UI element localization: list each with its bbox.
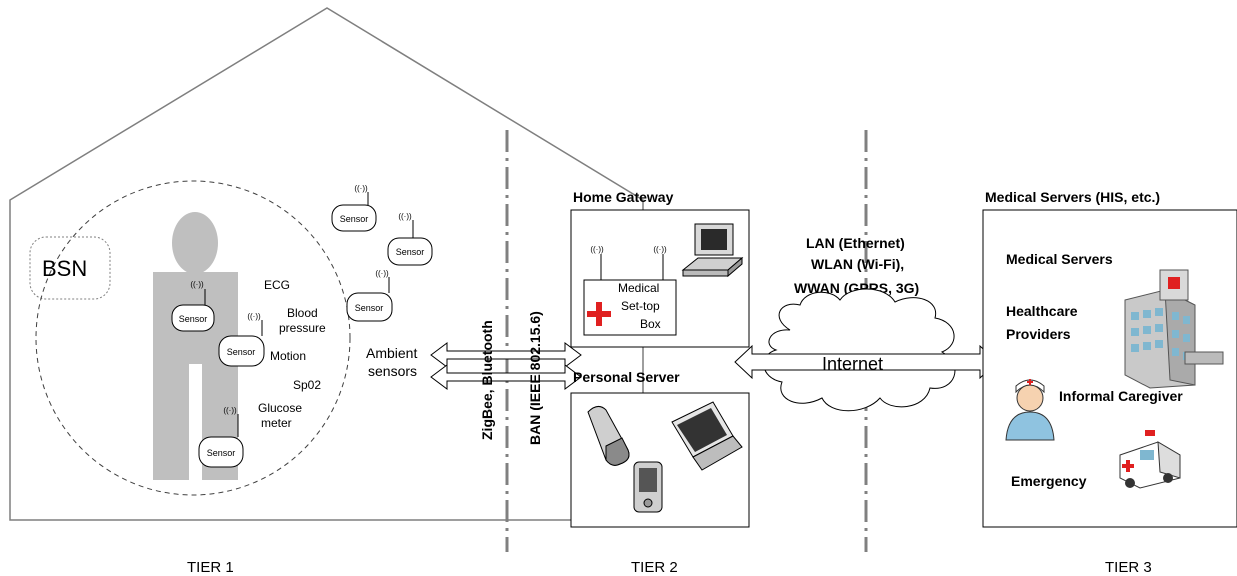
laptop-icon xyxy=(671,401,743,471)
svg-text:Set-top: Set-top xyxy=(621,299,660,313)
medical-servers-label: Medical Servers xyxy=(1006,251,1113,267)
settop-box: ((·)) ((·)) Medical Set-top Box xyxy=(583,245,677,336)
ambient-label-2: sensors xyxy=(368,363,417,379)
sensor-glucose: ((·)) Sensor xyxy=(198,406,244,468)
ambient-sensor-3: ((·)) Sensor xyxy=(346,269,393,322)
svg-text:Sensor: Sensor xyxy=(227,347,256,357)
personal-server-title: Personal Server xyxy=(573,369,680,385)
emergency-label: Emergency xyxy=(1011,473,1087,489)
ban-label: BAN (IEEE 802.15.6) xyxy=(527,311,543,445)
svg-text:((·)): ((·)) xyxy=(398,212,412,221)
svg-text:Sensor: Sensor xyxy=(207,448,236,458)
svg-text:Sensor: Sensor xyxy=(355,303,384,313)
tier1-label: TIER 1 xyxy=(187,559,234,576)
internet-cloud xyxy=(763,288,956,412)
motion-label: Motion xyxy=(270,349,306,363)
tier3-title: Medical Servers (HIS, etc.) xyxy=(985,189,1160,205)
internet-label: Internet xyxy=(822,354,883,374)
bsn-box xyxy=(29,236,111,300)
svg-text:Sensor: Sensor xyxy=(396,247,425,257)
blood-pressure-label-1: Blood xyxy=(287,306,318,320)
svg-text:Box: Box xyxy=(640,317,661,331)
home-gateway-title: Home Gateway xyxy=(573,189,674,205)
svg-text:((·)): ((·)) xyxy=(190,280,204,289)
tier3-label: TIER 3 xyxy=(1105,559,1152,576)
tier1-tier2-arrow xyxy=(430,342,582,390)
svg-text:((·)): ((·)) xyxy=(375,269,389,278)
svg-text:Sensor: Sensor xyxy=(179,314,208,324)
svg-text:((·)): ((·)) xyxy=(653,245,667,254)
bsn-label: BSN xyxy=(42,256,87,281)
sp02-label: Sp02 xyxy=(293,378,321,392)
mobile-phone-icon xyxy=(587,406,630,466)
ambient-sensor-2: ((·)) Sensor xyxy=(387,212,433,266)
caregiver-icon xyxy=(1005,379,1055,441)
glucose-label-1: Glucose xyxy=(258,401,302,415)
pda-icon xyxy=(633,461,663,513)
svg-text:((·)): ((·)) xyxy=(590,245,604,254)
zigbee-label: ZigBee, Bluetooth xyxy=(479,320,495,440)
svg-text:((·)): ((·)) xyxy=(247,312,261,321)
ambulance-icon xyxy=(1119,430,1181,489)
wlan-label: WLAN (Wi-Fi), xyxy=(811,256,904,272)
sensor-blood-pressure: ((·)) Sensor xyxy=(218,312,265,367)
healthcare-label-2: Providers xyxy=(1006,326,1071,342)
desktop-computer-icon xyxy=(681,223,744,278)
tier2-label: TIER 2 xyxy=(631,559,678,576)
glucose-label-2: meter xyxy=(261,416,292,430)
bsn-circle xyxy=(35,180,351,496)
sensor-ecg: ((·)) Sensor xyxy=(171,280,215,332)
ambient-label-1: Ambient xyxy=(366,345,417,361)
informal-caregiver-label: Informal Caregiver xyxy=(1059,388,1183,404)
ambient-sensor-1: ((·)) Sensor xyxy=(331,184,377,232)
svg-text:Medical: Medical xyxy=(618,281,659,295)
svg-text:Sensor: Sensor xyxy=(340,214,369,224)
healthcare-label-1: Healthcare xyxy=(1006,303,1078,319)
svg-text:((·)): ((·)) xyxy=(354,184,368,193)
blood-pressure-label-2: pressure xyxy=(279,321,326,335)
lan-label: LAN (Ethernet) xyxy=(806,235,905,251)
ecg-label: ECG xyxy=(264,278,290,292)
hospital-icon xyxy=(1124,269,1224,389)
svg-text:((·)): ((·)) xyxy=(223,406,237,415)
